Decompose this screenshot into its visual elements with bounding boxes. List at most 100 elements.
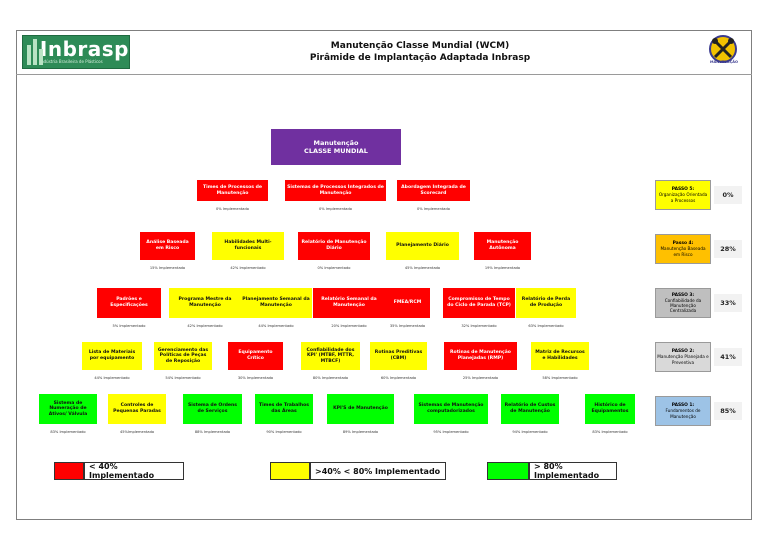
legend-label: < 40% Implementado <box>84 462 184 480</box>
pyramid-box-label: Análise Baseada em Risco <box>146 240 189 251</box>
pyramid-box: Sistema de Ordens de Serviços <box>183 394 242 424</box>
pyramid-box-label: Matriz de Recursos e Habilidades <box>535 350 585 361</box>
step-percent: 85% <box>714 402 742 420</box>
pyramid-box: Controles de Pequenas Paradas <box>108 394 166 424</box>
pyramid-box-label: Planejamento Diário <box>396 243 449 249</box>
step-description: Manutenção Baseada em Risco <box>660 246 706 257</box>
implementation-percent: 63% Implementado <box>528 324 564 328</box>
step-card: PASSO 1:Fundamentos de Manutenção <box>655 396 711 426</box>
implementation-percent: 5% Implementado <box>112 324 146 328</box>
pyramid-box-label: Planejamento Semanal da Manutenção <box>242 297 310 308</box>
header-divider <box>16 74 752 75</box>
step-card: PASSO 5:Organização Orientada a Processo… <box>655 180 711 210</box>
pyramid-box-label: Relatório de Perda de Produção <box>521 297 571 308</box>
implementation-percent: 35% Implementado <box>389 324 426 328</box>
logo-bars-icon <box>27 39 43 65</box>
pyramid-box-label: Padrões e Especificações <box>110 297 148 308</box>
legend-swatch <box>54 462 84 480</box>
pyramid-box-label: Times de Processos de Manutenção <box>203 184 262 196</box>
pyramid-box-label: Manutenção Autônoma <box>486 240 519 251</box>
pyramid-box-label: Lista de Materiais por equipamento <box>88 350 136 361</box>
step-title: PASSO 1: <box>671 403 695 409</box>
pyramid-box: Relatório Semanal da Manutenção <box>313 288 385 318</box>
step-description: Confiabilidade da Manutenção Centralizad… <box>664 297 702 314</box>
step-title: PASSO 2: <box>671 349 695 355</box>
pyramid-box: Times de Trabalhos das Áreas <box>255 394 313 424</box>
pyramid-box-label: Sistemas de Processos Integrados de Manu… <box>287 184 384 196</box>
pyramid-box: FMEA/RCM <box>385 288 430 318</box>
apex-box: Manutenção CLASSE MUNDIAL <box>271 129 401 165</box>
implementation-percent: 30% Implementado <box>237 376 274 380</box>
apex-line-2: CLASSE MUNDIAL <box>304 147 368 155</box>
pyramid-box: Equipamento Crítico <box>228 342 283 370</box>
implementation-percent: 58% Implementado <box>542 376 578 380</box>
logo-tagline: Indústria Brasileira de Plásticos <box>39 59 103 64</box>
pyramid-box: Rotinas de Manutenção Planejadas (RMP) <box>444 342 517 370</box>
maintenance-badge-icon <box>709 35 737 63</box>
legend-label: >40% < 80% Implementado <box>310 462 446 480</box>
step-title: PASSO 5: <box>671 187 695 193</box>
title-line-1: Manutenção Classe Mundial (WCM) <box>330 41 510 51</box>
badge-label: MANUTENÇÃO <box>710 60 738 64</box>
implementation-percent: 54% Implementado <box>165 376 201 380</box>
pyramid-box-label: Controles de Pequenas Paradas <box>113 403 161 414</box>
step-percent: 41% <box>714 348 742 366</box>
company-logo: Inbrasp Indústria Brasileira de Plástico… <box>22 35 130 69</box>
implementation-percent: 19% Implementado <box>484 266 521 270</box>
implementation-percent: 42% Implementado <box>187 324 223 328</box>
pyramid-box: Compromisso de Tempo do Ciclo de Parada … <box>443 288 515 318</box>
pyramid-box: Relatório de Perda de Produção <box>516 288 576 318</box>
pyramid-box: Relatório de Manutenção Diário <box>298 232 370 260</box>
pyramid-box: Padrões e Especificações <box>97 288 161 318</box>
step-percent: 33% <box>714 294 742 312</box>
pyramid-box: Gerenciamento das Políticas de Peças de … <box>154 342 212 370</box>
implementation-percent: 32% Implementado <box>461 324 497 328</box>
pyramid-box-label: Relatório de Custos de Manutenção <box>504 403 556 414</box>
pyramid-box: Análise Baseada em Risco <box>140 232 195 260</box>
legend-label: > 80% Implementado <box>529 462 617 480</box>
implementation-percent: 0% Implementado <box>417 207 450 211</box>
logo-name: Inbrasp <box>39 37 129 61</box>
implementation-percent: 0% Implementado <box>216 207 249 211</box>
implementation-percent: 25% Implementado <box>462 376 499 380</box>
pyramid-box: Sistemas de Manutenção computadorizados <box>414 394 488 424</box>
implementation-percent: 44% Implementado <box>258 324 294 328</box>
pyramid-box-label: Compromisso de Tempo do Ciclo de Parada … <box>447 297 511 308</box>
pyramid-box-label: Confiabilidade dos KPI' (MTBF, MTTR, MTB… <box>306 347 355 364</box>
implementation-percent: 89% Implementado <box>342 430 379 434</box>
pyramid-box-label: FMEA/RCM <box>393 300 422 306</box>
pyramid-box-label: Relatório de Manutenção Diário <box>301 240 367 251</box>
implementation-percent: 20% Implementado <box>331 324 367 328</box>
pyramid-box: Relatório de Custos de Manutenção <box>501 394 559 424</box>
pyramid-box-label: Programa Mestre da Manutenção <box>178 297 232 308</box>
pyramid-box: Planejamento Semanal da Manutenção <box>240 288 312 318</box>
pyramid-box: Lista de Materiais por equipamento <box>82 342 142 370</box>
pyramid-box: Confiabilidade dos KPI' (MTBF, MTTR, MTB… <box>301 342 360 370</box>
step-card: PASSO 2:Manutenção Planejada e Preventiv… <box>655 342 711 372</box>
pyramid-box-label: Rotinas Preditivas (CBM) <box>374 350 423 361</box>
implementation-percent: 94% Implementado <box>512 430 548 434</box>
implementation-percent: 42% Implementado <box>230 266 266 270</box>
implementation-percent: 83% Implementado <box>592 430 628 434</box>
pyramid-box: Sistemas de Processos Integrados de Manu… <box>285 180 386 201</box>
implementation-percent: 90% Implementado <box>266 430 302 434</box>
page-frame <box>16 30 752 520</box>
pyramid-box: Sistema de Numeração de Ativos/ Válvula <box>39 394 97 424</box>
pyramid-box: Times de Processos de Manutenção <box>197 180 268 201</box>
pyramid-box-label: Sistema de Numeração de Ativos/ Válvula <box>48 400 88 417</box>
title-line-2: Pirâmide de Implantação Adaptada Inbrasp <box>309 53 531 63</box>
implementation-percent: 45% Implementado <box>404 266 441 270</box>
pyramid-box-label: Abordagem Integrada de Scorecard <box>401 184 466 196</box>
implementation-percent: 15% Implementado <box>149 266 186 270</box>
implementation-percent: 95% Implementado <box>433 430 469 434</box>
implementation-percent: 60% Implementado <box>380 376 417 380</box>
pyramid-box: Matriz de Recursos e Habilidades <box>531 342 589 370</box>
implementation-percent: 45%Implementado <box>119 430 155 434</box>
implementation-percent: 83% Implementado <box>50 430 86 434</box>
step-description: Fundamentos de Manutenção <box>665 408 701 419</box>
step-title: Passo 4: <box>672 241 694 247</box>
pyramid-box-label: Times de Trabalhos das Áreas <box>258 403 310 414</box>
pyramid-box-label: Gerenciamento das Políticas de Peças de … <box>157 347 209 364</box>
pyramid-box: Programa Mestre da Manutenção <box>169 288 241 318</box>
pyramid-box-label: Rotinas de Manutenção Planejadas (RMP) <box>450 350 511 361</box>
